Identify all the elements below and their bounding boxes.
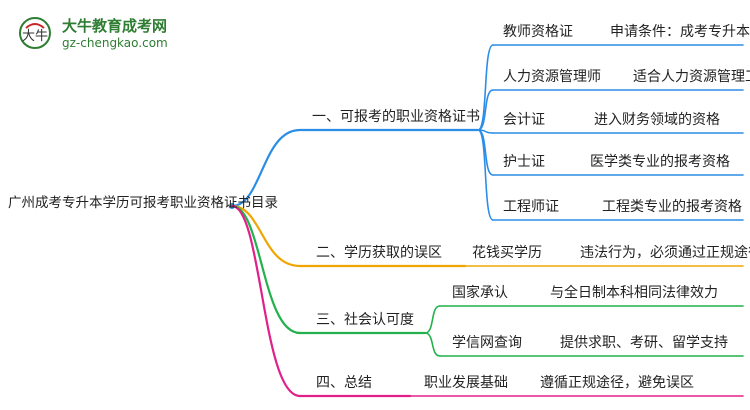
child-connector (424, 332, 441, 357)
child-label: 国家承认 (452, 285, 508, 301)
child-detail: 遵循正规途径，避免误区 (540, 375, 694, 391)
bull-logo-icon: 大牛 (19, 17, 51, 49)
child-detail: 医学类专业的报考资格 (590, 154, 730, 170)
branch-label: 二、学历获取的误区 (316, 245, 442, 261)
child-label: 花钱买学历 (472, 245, 542, 261)
brand-url: gz-chengkao.com (62, 36, 168, 50)
brand-name: 大牛教育成考网 (62, 17, 168, 35)
svg-text:大牛: 大牛 (22, 29, 48, 44)
child-detail: 提供求职、考研、留学支持 (560, 335, 728, 351)
child-label: 学信网查询 (452, 335, 522, 351)
branch-connector (230, 204, 302, 268)
child-detail: 适合人力资源管理工作 (633, 69, 750, 85)
child-detail: 进入财务领域的资格 (594, 112, 720, 128)
root-topic: 广州成考专升本学历可报考职业资格证书目录 (8, 195, 278, 211)
branch-connector (230, 128, 302, 208)
child-label: 护士证 (503, 154, 545, 170)
branch-label: 三、社会认可度 (316, 312, 414, 328)
child-detail: 与全日制本科相同法律效力 (550, 285, 718, 301)
child-label: 职业发展基础 (424, 375, 508, 391)
child-connector (477, 129, 494, 221)
child-detail: 申请条件：成考专升本学历 (610, 24, 750, 40)
branch-connector (230, 204, 302, 335)
brand-logo: 大牛 大牛教育成考网 gz-chengkao.com (10, 12, 168, 56)
branch-label: 一、可报考的职业资格证书 (312, 109, 480, 125)
child-detail: 工程类专业的报考资格 (602, 199, 742, 215)
branch-connector (230, 204, 302, 398)
child-label: 工程师证 (503, 199, 559, 215)
child-label: 教师资格证 (503, 24, 573, 40)
child-connector (477, 89, 494, 131)
child-label: 人力资源管理师 (503, 69, 601, 85)
branch-label: 四、总结 (316, 375, 372, 391)
child-connector (477, 44, 494, 131)
child-label: 会计证 (503, 112, 545, 128)
child-connector (424, 305, 441, 334)
child-detail: 违法行为，必须通过正规途径 (580, 245, 750, 261)
